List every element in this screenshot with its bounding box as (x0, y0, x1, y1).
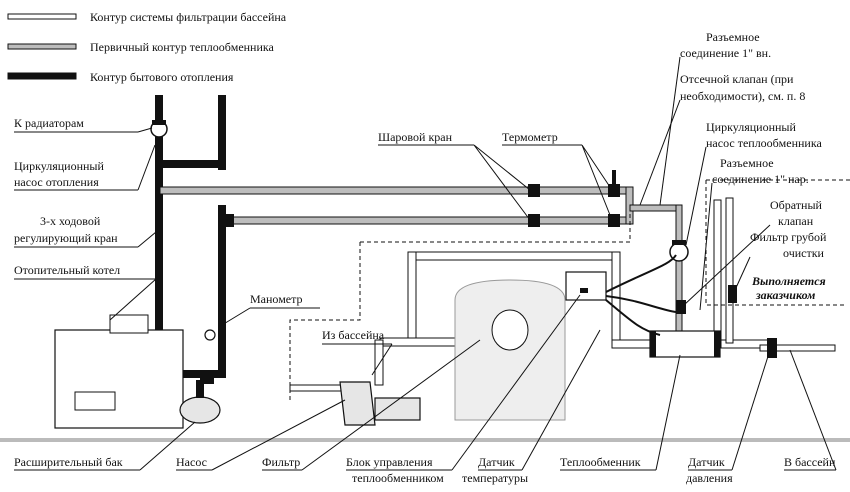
labels: К радиаторам Циркуляционный насос отопле… (14, 30, 836, 485)
label-customer-1: Выполняется (751, 274, 826, 288)
label-pressure-2: давления (686, 471, 733, 485)
label-shutoff-2: необходимости), см. п. 8 (680, 89, 805, 103)
label-thermometer: Термометр (502, 130, 558, 144)
heating-pump (150, 120, 168, 138)
expansion-tank (179, 380, 221, 424)
boiler (54, 314, 184, 429)
coarse-filter (728, 285, 737, 303)
leader-lines (109, 56, 837, 471)
label-three-way-1: 3-х ходовой (40, 214, 101, 228)
legend-label-heating: Контур бытового отопления (90, 70, 234, 84)
legend-item-heating: Контур бытового отопления (7, 70, 234, 84)
label-coarse-2: очистки (783, 246, 825, 260)
legend-label-filter: Контур системы фильтрации бассейна (90, 10, 287, 24)
control-cables (605, 254, 677, 336)
thermometer-icons (612, 170, 616, 186)
label-underlines (14, 131, 836, 471)
legend-label-primary: Первичный контур теплообменника (90, 40, 275, 54)
label-heating-pump-1: Циркуляционный (14, 159, 104, 173)
label-check-1: Обратный (770, 198, 823, 212)
label-three-way-2: регулирующий кран (14, 231, 118, 245)
label-boiler: Отопительный котел (14, 263, 120, 277)
label-to-radiators: К радиаторам (14, 116, 84, 130)
label-temp-sensor-1: Датчик (478, 455, 515, 469)
label-ball-valve: Шаровой кран (378, 130, 453, 144)
primary-circuit (159, 186, 683, 356)
label-hx-pump-2: насос теплообменника (706, 136, 823, 150)
label-hx-pump-1: Циркуляционный (706, 120, 796, 134)
label-detach-out-1: Разъемное (720, 156, 774, 170)
label-heating-pump-2: насос отопления (14, 175, 99, 189)
label-to-pool: В бассейн (784, 455, 836, 469)
label-shutoff-1: Отсечной клапан (при (680, 72, 794, 86)
label-pump: Насос (176, 455, 207, 469)
sand-filter-tank (454, 279, 566, 421)
control-unit (565, 271, 607, 301)
manometer-gauge (204, 329, 216, 341)
label-detach-out-2: соединение 1" нар. (712, 172, 809, 186)
legend-item-filter: Контур системы фильтрации бассейна (7, 10, 287, 24)
label-temp-sensor-2: температуры (462, 471, 528, 485)
label-coarse-1: Фильтр грубой (750, 230, 827, 244)
heat-exchanger (649, 330, 721, 358)
label-from-pool: Из бассейна (322, 328, 385, 342)
floor-line (0, 438, 850, 442)
label-detach-in-1: Разъемное (706, 30, 760, 44)
label-customer-2: заказчиком (755, 288, 815, 302)
label-detach-in-2: соединение 1" вн. (680, 46, 771, 60)
system-boundary (289, 205, 631, 400)
label-manometer: Манометр (250, 292, 303, 306)
legend: Контур системы фильтрации бассейна Перви… (7, 10, 287, 84)
label-check-2: клапан (778, 214, 814, 228)
ball-valves (224, 184, 620, 227)
legend-item-primary: Первичный контур теплообменника (7, 40, 275, 54)
label-pressure-1: Датчик (688, 455, 725, 469)
label-control-2: теплообменником (352, 471, 444, 485)
label-heat-exchanger: Теплообменник (560, 455, 641, 469)
customer-boundary (705, 179, 850, 306)
label-filter: Фильтр (262, 455, 300, 469)
pool-pump (339, 381, 421, 426)
label-expansion-tank: Расширительный бак (14, 455, 123, 469)
pressure-sensor (767, 338, 777, 358)
label-control-1: Блок управления (346, 455, 433, 469)
check-valve (676, 300, 686, 314)
